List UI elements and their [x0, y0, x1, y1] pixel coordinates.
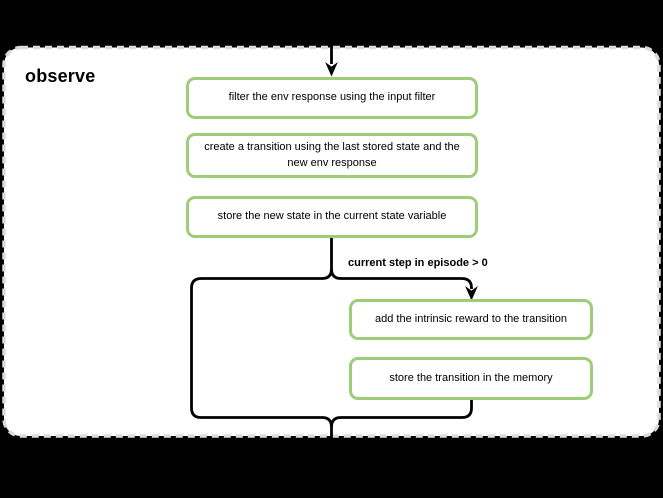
node-label: add the intrinsic reward to the transiti… [375, 312, 567, 325]
scope-title: observe [25, 66, 96, 86]
node-label: filter the env response using the input … [228, 91, 436, 104]
condition-branch-line [330, 268, 473, 290]
node-create-transition: create a transition using the last store… [186, 133, 478, 178]
bypass-branch-line [190, 238, 333, 456]
condition-label: current step in episode > 0 [348, 257, 488, 269]
node-add-intrinsic-reward: add the intrinsic reward to the transiti… [349, 299, 593, 340]
entry-arrowhead-icon [325, 62, 338, 77]
node-store-transition: store the transition in the memory [349, 357, 593, 400]
node-label: create a transition using the last store… [204, 140, 460, 169]
condition-arrowhead-icon [465, 286, 478, 301]
node-store-new-state: store the new state in the current state… [186, 196, 478, 238]
node-label: store the transition in the memory [389, 371, 553, 384]
merge-branch-line [330, 400, 473, 428]
node-filter-env-response: filter the env response using the input … [186, 77, 478, 119]
node-label: store the new state in the current state… [217, 210, 447, 223]
